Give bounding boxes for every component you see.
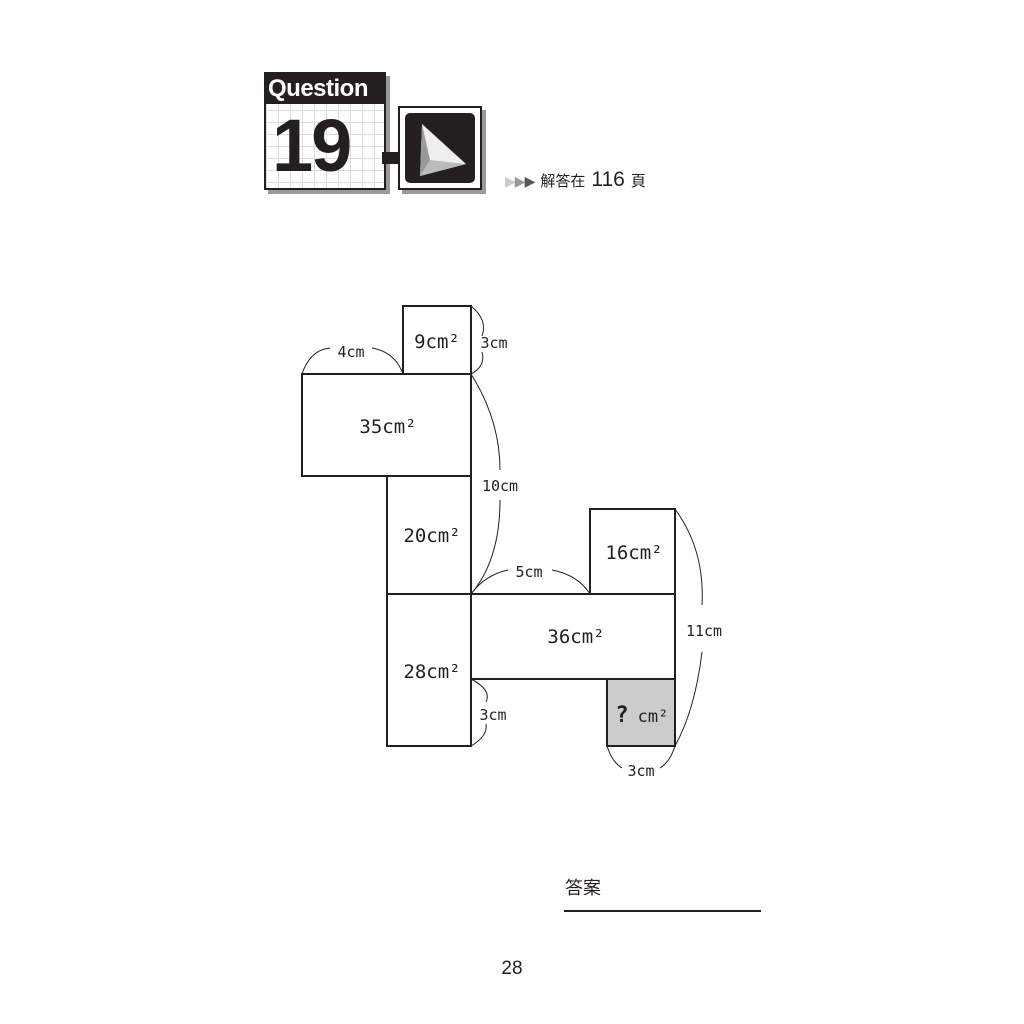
length-center-gap: 5cm — [515, 563, 542, 581]
answer-line[interactable] — [564, 910, 761, 912]
difficulty-icon-box — [398, 106, 482, 190]
area-center-wide: 36cm² — [547, 626, 604, 648]
rect-center-wide — [470, 593, 676, 680]
length-top-height: 3cm — [480, 334, 507, 352]
length-top-width: 4cm — [337, 343, 364, 361]
length-lower-height: 3cm — [479, 706, 506, 724]
area-left-wide: 35cm² — [359, 416, 416, 438]
rect-left-wide — [301, 373, 472, 477]
unknown-question-mark: ? — [615, 703, 628, 728]
area-top-small: 9cm² — [414, 331, 460, 353]
unknown-unit: cm² — [638, 707, 669, 727]
length-right-height: 11cm — [686, 622, 722, 640]
area-middle: 20cm² — [403, 525, 460, 547]
question-number: 19 — [272, 104, 352, 187]
hint-page: 116 — [591, 168, 625, 191]
triangle-difficulty-icon — [405, 113, 475, 183]
length-unknown-width: 3cm — [627, 762, 654, 780]
page-number: 28 — [501, 958, 523, 979]
length-left-column: 10cm — [482, 477, 518, 495]
answer-label: 答案 — [565, 878, 601, 899]
connector-bar — [382, 152, 400, 164]
answer-page-hint: ▶▶▶ 解答在 116 頁 — [505, 168, 646, 192]
arrow-icons: ▶▶▶ — [505, 174, 535, 190]
rect-top-small — [402, 305, 472, 375]
area-lower-left: 28cm² — [403, 661, 460, 683]
hint-prefix: 解答在 — [540, 172, 586, 190]
rect-unknown — [606, 678, 676, 747]
question-label: Question — [264, 72, 384, 104]
area-right-tall: 16cm² — [605, 542, 662, 564]
rect-right-tall — [589, 508, 676, 595]
hint-suffix: 頁 — [630, 172, 646, 190]
